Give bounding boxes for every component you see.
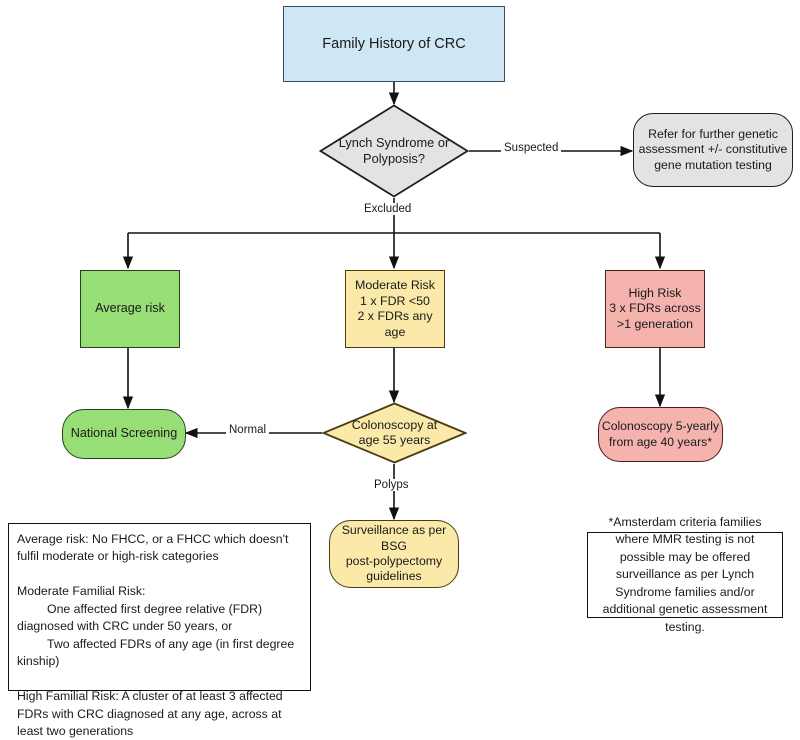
node-label: Surveillance as per BSG post-polypectomy…: [330, 523, 458, 584]
diamond-shape: [321, 402, 468, 464]
diamond-shape: [318, 104, 470, 198]
node-label: Family History of CRC: [322, 35, 466, 52]
node-surveillance-bsg[interactable]: Surveillance as per BSG post-polypectomy…: [329, 520, 459, 588]
node-label-line2: from age 40 years*: [609, 434, 712, 449]
node-label: High Risk 3 x FDRs across >1 generation: [609, 286, 701, 333]
connector-lines: [122, 82, 666, 521]
node-decision-lynch-polyposis[interactable]: Lynch Syndrome or Polyposis?: [318, 104, 470, 198]
node-decision-colonoscopy-55[interactable]: Colonoscopy at age 55 years: [321, 402, 468, 464]
node-label-line1: Refer for further genetic: [648, 126, 778, 141]
node-label-line2: post-polypectomy: [345, 554, 443, 568]
node-label: Average risk: [95, 301, 165, 316]
footnote-text: *Amsterdam criteria families where MMR t…: [602, 514, 771, 634]
node-label-line3: gene mutation testing: [654, 157, 772, 172]
edge-label-polyps: Polyps: [371, 479, 412, 491]
legend-high-risk-text: High Familial Risk: A cluster of at leas…: [17, 689, 287, 738]
legend-moderate-line2-wrap: Two affected FDRs of any age (in first d…: [17, 636, 302, 671]
node-label-line2: 1 x FDR <50: [360, 293, 430, 308]
legend-moderate-heading: Moderate Familial Risk:: [17, 584, 146, 599]
node-label: National Screening: [70, 426, 178, 441]
legend-definitions-box: Average risk: No FHCC, or a FHCC which d…: [8, 523, 311, 738]
edge-label-excluded: Excluded: [361, 203, 415, 215]
node-label-line1: Colonoscopy 5-yearly: [601, 419, 720, 434]
flowchart-canvas: Family History of CRC Lynch Syndrome or …: [8, 6, 793, 738]
node-family-history-of-crc[interactable]: Family History of CRC: [283, 6, 505, 82]
node-label-line1: Surveillance as per BSG: [341, 523, 447, 553]
node-label-line1: Moderate Risk: [355, 278, 435, 292]
node-high-risk[interactable]: High Risk 3 x FDRs across >1 generation: [605, 270, 705, 348]
node-refer-further-genetic-assessment[interactable]: Refer for further genetic assessment +/-…: [633, 113, 793, 187]
node-label-line3: 2 x FDRs any age: [357, 309, 433, 339]
legend-moderate-line1: One affected first degree relative (FDR)…: [17, 601, 266, 634]
node-label-line3: guidelines: [366, 569, 422, 584]
node-label-line2: assessment +/- constitutive: [638, 142, 788, 157]
node-moderate-risk[interactable]: Moderate Risk 1 x FDR <50 2 x FDRs any a…: [345, 270, 445, 348]
node-label: Colonoscopy 5-yearly from age 40 years*: [602, 419, 719, 450]
node-label: Moderate Risk 1 x FDR <50 2 x FDRs any a…: [346, 278, 444, 340]
legend-moderate-line1-wrap: One affected first degree relative (FDR)…: [17, 601, 302, 636]
node-label: Refer for further genetic assessment +/-…: [639, 127, 788, 173]
node-label-line3: >1 generation: [616, 316, 694, 331]
footnote-amsterdam-criteria-box: *Amsterdam criteria families where MMR t…: [587, 515, 783, 634]
node-label-line1: High Risk: [628, 285, 682, 300]
edge-label-suspected: Suspected: [501, 142, 562, 154]
node-average-risk[interactable]: Average risk: [80, 270, 180, 348]
legend-spacer-1: [17, 566, 302, 583]
node-colonoscopy-5-yearly[interactable]: Colonoscopy 5-yearly from age 40 years*: [598, 407, 723, 462]
node-label-line2: 3 x FDRs across: [609, 301, 701, 316]
edge-label-normal: Normal: [226, 424, 270, 436]
node-national-screening[interactable]: National Screening: [62, 409, 186, 459]
legend-spacer-2: [17, 671, 302, 688]
legend-average-risk-text: Average risk: No FHCC, or a FHCC which d…: [17, 532, 292, 564]
legend-moderate-line2: Two affected FDRs of any age (in first d…: [17, 636, 298, 669]
